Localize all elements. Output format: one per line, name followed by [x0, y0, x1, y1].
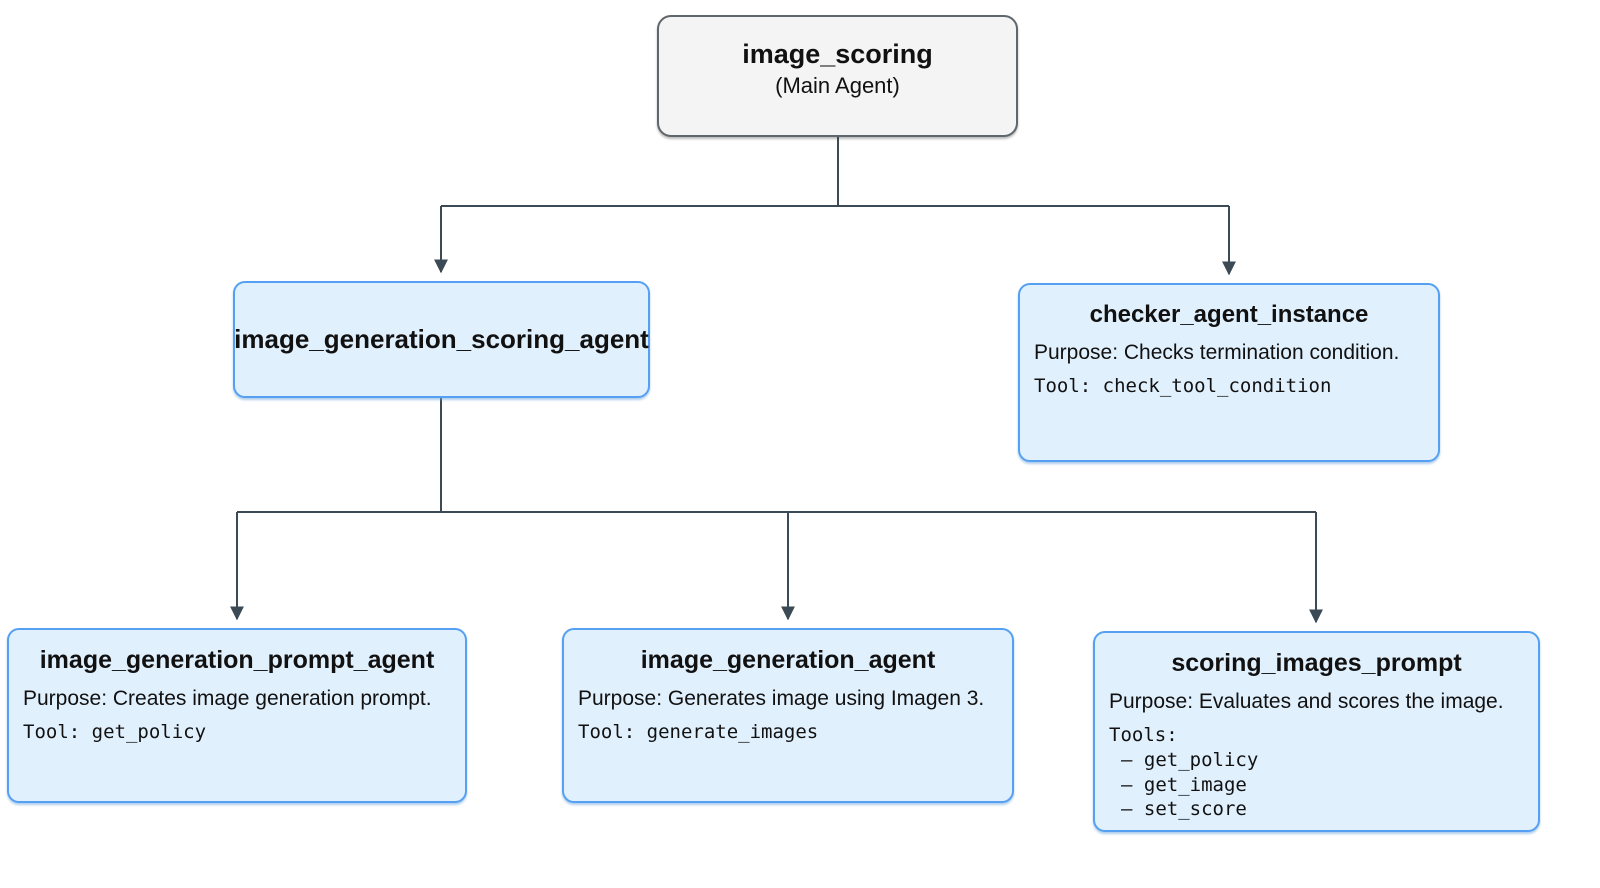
node-purpose: Purpose: Creates image generation prompt…: [23, 687, 432, 710]
node-tools-label: Tools:: [1109, 724, 1178, 747]
node-title: scoring_images_prompt: [1171, 649, 1462, 677]
node-tool-item: – get_image: [1121, 773, 1247, 796]
node-image-scoring: image_scoring (Main Agent): [657, 15, 1018, 137]
node-title: image_generation_scoring_agent: [234, 324, 649, 354]
node-tool-item: – get_policy: [1121, 748, 1259, 771]
node-tool: Tool: generate_images: [578, 721, 819, 744]
node-title: image_scoring: [742, 39, 933, 70]
node-tool: Tool: get_policy: [23, 721, 207, 744]
node-checker-agent-instance: checker_agent_instance Purpose: Checks t…: [1018, 283, 1440, 462]
node-title: image_generation_agent: [640, 646, 936, 674]
node-title: checker_agent_instance: [1089, 301, 1369, 328]
node-image-generation-scoring-agent: image_generation_scoring_agent: [233, 281, 650, 398]
node-tool-item: – set_score: [1121, 798, 1247, 821]
node-image-generation-agent: image_generation_agent Purpose: Generate…: [562, 628, 1014, 803]
node-subtitle: (Main Agent): [775, 72, 900, 98]
node-image-generation-prompt-agent: image_generation_prompt_agent Purpose: C…: [7, 628, 467, 803]
node-tool: Tool: check_tool_condition: [1034, 375, 1332, 398]
node-purpose: Purpose: Generates image using Imagen 3.: [578, 687, 985, 710]
node-scoring-images-prompt: scoring_images_prompt Purpose: Evaluates…: [1093, 631, 1540, 832]
node-purpose: Purpose: Evaluates and scores the image.: [1109, 690, 1504, 713]
node-title: image_generation_prompt_agent: [39, 646, 435, 674]
node-purpose: Purpose: Checks termination condition.: [1034, 341, 1400, 364]
